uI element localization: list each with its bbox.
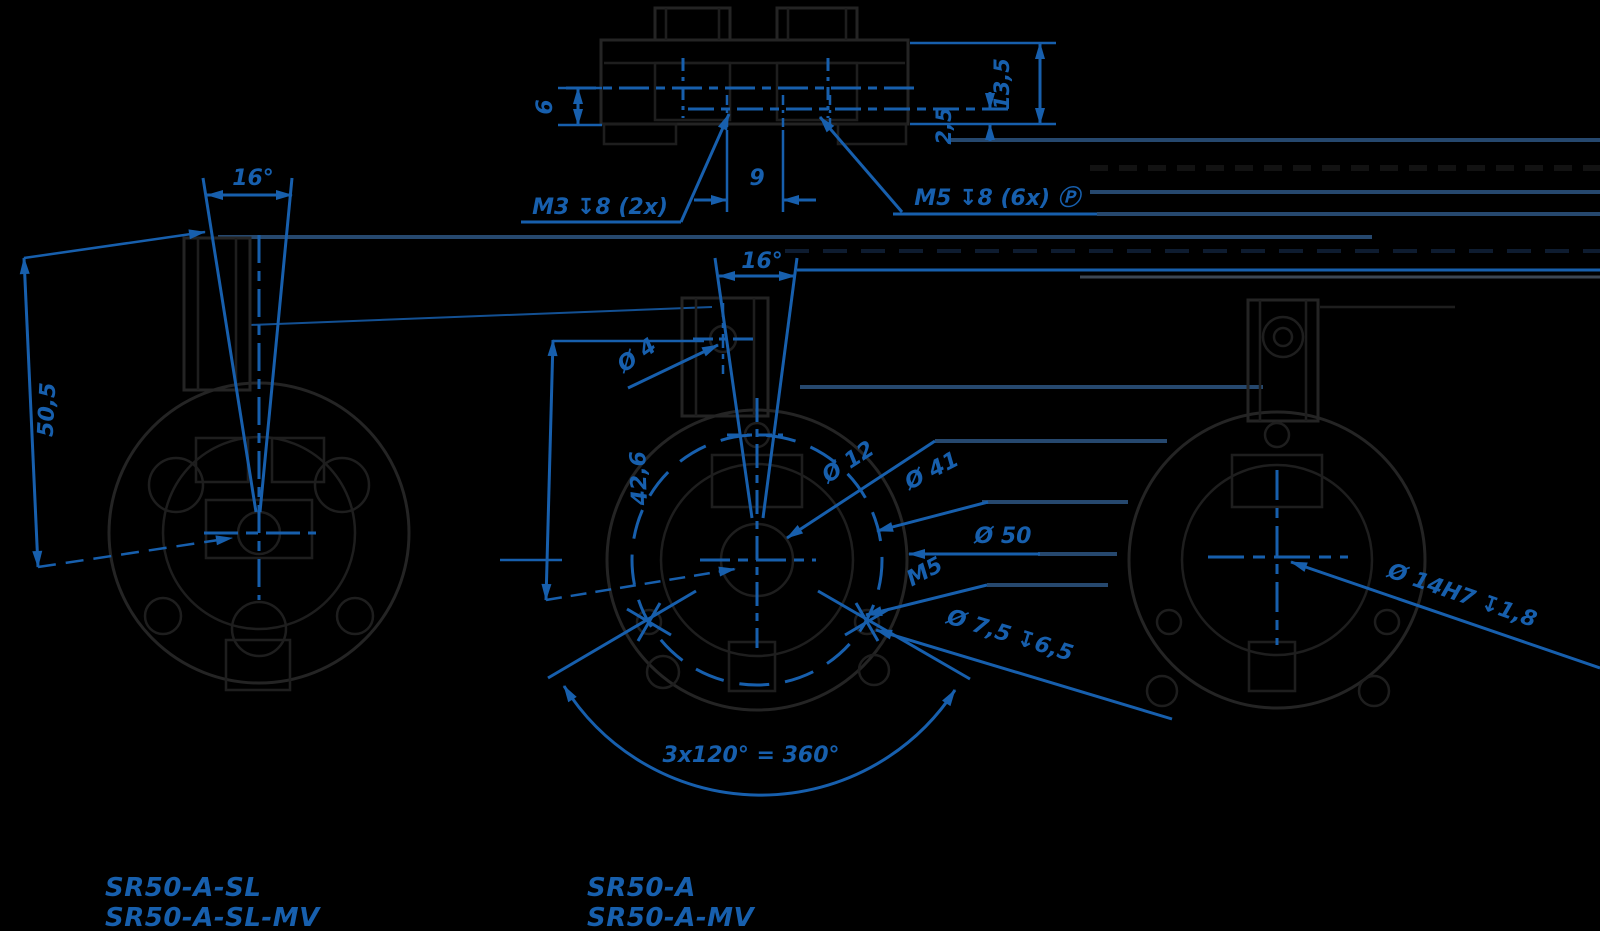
projection-lines <box>218 138 1600 587</box>
left-length-dim: 50,5 <box>19 229 233 569</box>
dim-6-label: 6 <box>533 99 558 114</box>
thread-callout-m5-label: M5 ↧8 (6x) Ⓟ <box>914 185 1083 211</box>
dim-2-5: 2,5 <box>910 92 1056 145</box>
dim-9: 9 <box>694 130 816 212</box>
dim-13-5: 13,5 <box>910 41 1056 125</box>
part-name-left-1: SR50-A-SL <box>105 873 261 903</box>
middle-length-dim: 42,6 <box>500 339 736 602</box>
left-view: 16° 50,5 <box>19 166 411 692</box>
thread-callout-m3: M3 ↧8 (2x) <box>521 113 731 224</box>
part-name-middle-2: SR50-A-MV <box>587 903 756 931</box>
right-view-part-outline <box>1127 298 1455 710</box>
left-angle-label: 16° <box>232 166 274 191</box>
thread-callout-m5: M5 ↧8 (6x) Ⓟ <box>818 116 1083 213</box>
middle-angle-dim: 16° <box>713 249 799 519</box>
pattern-label: 3x120° = 360° <box>662 743 839 768</box>
middle-angle-label: 16° <box>741 249 783 274</box>
dim-9-label: 9 <box>749 166 764 191</box>
pilot-dia-callout: Ø 50 <box>908 524 1040 559</box>
dim-6: 6 <box>533 86 602 127</box>
left-view-centerlines <box>204 235 316 600</box>
top-view-centerlines <box>566 58 1008 127</box>
part-name-middle-1: SR50-A <box>587 873 696 903</box>
top-view-part-outline <box>599 6 910 146</box>
dim-2-5-label: 2,5 <box>932 107 956 144</box>
dim-13-5-label: 13,5 <box>990 58 1014 110</box>
thread-callout-m3-label: M3 ↧8 (2x) <box>532 195 668 220</box>
top-view: 6 9 2,5 13,5 M3 ↧8 (2x) M5 ↧8 (6x) Ⓟ <box>521 6 1083 224</box>
bolt-circle <box>630 433 884 687</box>
middle-length-label: 42,6 <box>626 451 653 507</box>
right-view-centerlines <box>1208 470 1348 645</box>
middle-view-centerlines <box>626 303 890 687</box>
left-angle-dim: 16° <box>201 166 294 513</box>
pilot-dia-label: Ø 50 <box>973 524 1032 549</box>
left-length-label: 50,5 <box>34 382 62 438</box>
part-name-labels: SR50-A-SL SR50-A-SL-MV SR50-A SR50-A-MV <box>105 873 756 931</box>
pattern-dim: 3x120° = 360° <box>547 589 971 797</box>
part-name-left-2: SR50-A-SL-MV <box>105 903 321 931</box>
